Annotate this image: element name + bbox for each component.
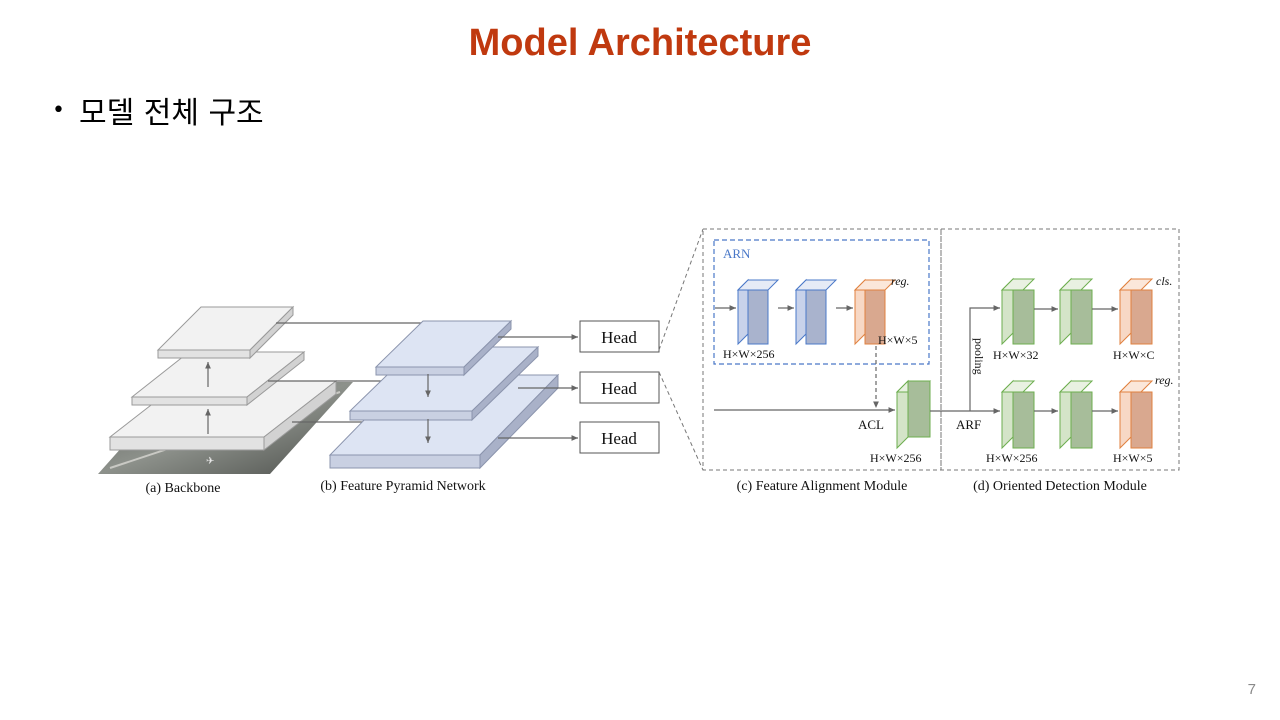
label-arf: ARF — [956, 417, 981, 432]
odm-top-block-2 — [1070, 289, 1093, 345]
caption-backbone: (a) Backbone — [145, 481, 220, 496]
heads-group: Head Head Head — [579, 320, 660, 454]
backbone-layer-top-side — [249, 305, 294, 360]
label-acl: ACL — [858, 417, 884, 432]
backbone-layer-bottom-side — [263, 379, 337, 452]
slide-title: Model Architecture — [468, 22, 812, 64]
label-hwc: H×W×C — [1113, 348, 1155, 362]
odm-cls-block-top — [1118, 278, 1154, 291]
airplane-icon: ✈ — [206, 456, 214, 467]
fpn-layer-top-side — [463, 319, 512, 377]
zoom-line-bottom — [658, 371, 704, 471]
odm-reg-block — [1130, 391, 1153, 449]
backbone-layer-bottom-front — [109, 436, 265, 451]
fpn-layer-top-front — [375, 366, 465, 376]
arn-block-2-top — [794, 279, 838, 291]
odm-bottom-block-1 — [1012, 391, 1035, 449]
label-reg-top: reg. — [891, 274, 910, 288]
head-box-1 — [579, 320, 660, 353]
odm-blocks — [1000, 277, 1154, 450]
label-hw256-arn: H×W×256 — [723, 347, 775, 361]
arn-block-reg-top — [853, 279, 897, 291]
head-label-1: Head — [601, 328, 637, 347]
label-hw5-odm: H×W×5 — [1113, 451, 1153, 465]
arn-block-1-top — [736, 279, 780, 291]
fam-block — [895, 379, 932, 450]
pooling-branch — [969, 305, 1000, 411]
odm-cls-block — [1130, 289, 1153, 345]
head-label-2: Head — [601, 379, 637, 398]
fam-panel — [702, 228, 942, 471]
head-box-2 — [579, 371, 660, 404]
arn-label: ARN — [723, 246, 751, 261]
odm-top-block-1-top — [1000, 278, 1036, 291]
label-hw5-arn: H×W×5 — [878, 333, 918, 347]
caption-fpn: (b) Feature Pyramid Network — [320, 479, 485, 494]
fam-block-front — [907, 380, 931, 438]
odm-bottom-block-2-top — [1058, 380, 1094, 393]
arn-block-2-front — [805, 289, 827, 345]
page-number: 7 — [1247, 681, 1256, 698]
label-hw32: H×W×32 — [993, 348, 1039, 362]
arn-blocks — [736, 278, 897, 346]
odm-bottom-block-1-top — [1000, 380, 1036, 393]
label-pooling: pooling — [972, 338, 986, 375]
odm-reg-block-top — [1118, 380, 1154, 393]
fpn-layer-bottom-front — [329, 454, 481, 469]
fpn-group — [328, 319, 578, 470]
caption-odm: (d) Oriented Detection Module — [973, 479, 1147, 494]
label-reg-bottom: reg. — [1155, 373, 1174, 387]
backbone-group: ✈ — [98, 305, 431, 474]
bullet-text: 모델 전체 구조 — [78, 96, 264, 131]
odm-top-block-1 — [1012, 289, 1035, 345]
backbone-layer-top-front — [157, 349, 251, 359]
backbone-layer-middle-side — [246, 350, 305, 407]
label-hw256-fam: H×W×256 — [870, 451, 922, 465]
backbone-layer-middle-front — [131, 396, 248, 406]
odm-panel — [940, 228, 1180, 471]
odm-top-block-2-top — [1058, 278, 1094, 291]
bullet-dot-icon: • — [52, 97, 65, 123]
head-box-3 — [579, 421, 660, 454]
arn-block-1-front — [747, 289, 769, 345]
fpn-layer-middle-side — [471, 345, 539, 422]
fpn-layer-middle-front — [349, 410, 473, 421]
bullet-item: • 모델 전체 구조 — [52, 88, 264, 132]
head-label-3: Head — [601, 429, 637, 448]
label-hw256-odm: H×W×256 — [986, 451, 1038, 465]
caption-fam: (c) Feature Alignment Module — [737, 479, 908, 494]
odm-bottom-block-2 — [1070, 391, 1093, 449]
zoom-line-top — [658, 228, 704, 351]
arn-box — [713, 239, 930, 365]
label-cls: cls. — [1156, 274, 1172, 288]
arn-block-reg-front — [864, 289, 886, 345]
